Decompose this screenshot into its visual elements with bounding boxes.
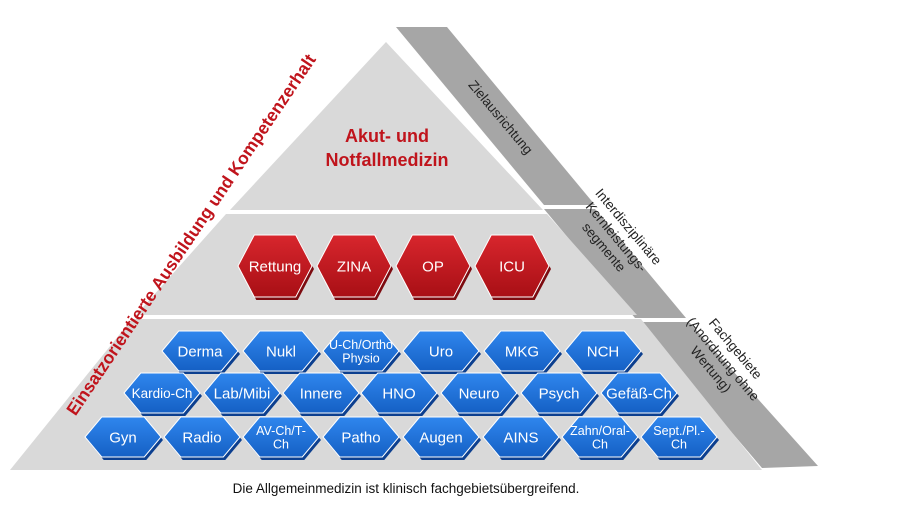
top-tier-title-2: Notfallmedizin [325,150,448,170]
hex-gyn: Gyn [84,416,163,460]
hex-label: ZINA [337,258,371,275]
hex-shape [402,416,480,458]
hex-label: Augen [419,429,462,446]
hex-label: Neuro [459,385,500,402]
hex-shape [161,330,239,372]
hex-shape [561,416,639,458]
hex-shape [322,330,400,372]
hex-label: AV-Ch/T- [256,424,306,438]
hex-label: Innere [300,385,343,402]
hex-label: OP [422,258,444,275]
footer-note: Die Allgemeinmedizin ist klinisch fachge… [233,481,580,496]
hex-gef-ch: Gefäß-Ch [600,372,679,416]
hex-augen: Augen [402,416,481,460]
hex-shape [520,372,598,414]
hex-innere: Innere [282,372,361,416]
hex-nukl: Nukl [242,330,321,374]
hex-derma: Derma [161,330,240,374]
hex-kardio-ch: Kardio-Ch [123,372,202,416]
hex-shape [123,372,201,414]
hex-label: Zahn/Oral- [570,424,630,438]
hex-label: U-Ch/Ortho [329,338,393,352]
hex-shape [360,372,438,414]
band-middle [544,209,686,318]
hex-ains: AINS [482,416,561,460]
hex-shape [564,330,642,372]
hex-label: Ch [592,437,608,451]
hex-icu: ICU [474,234,551,300]
hex-shape [402,330,480,372]
hex-neuro: Neuro [440,372,519,416]
hex-label: Patho [341,429,380,446]
hex-label: Radio [182,429,221,446]
hex-label: Kardio-Ch [132,386,193,401]
hex-shape [237,234,313,298]
hex-shape [84,416,162,458]
hex-shape [163,416,241,458]
hex-shape [322,416,400,458]
hex-label: Nukl [266,343,296,360]
hex-label: Rettung [249,258,302,275]
hex-shape [203,372,281,414]
hex-label: Ch [273,437,289,451]
core-segment-hexagons: Rettung ZINA OP ICU [237,234,551,300]
hex-shape [242,416,320,458]
hex-shape [242,330,320,372]
hex-label: Gyn [109,429,137,446]
hex-shape [600,372,678,414]
hex-uro: Uro [402,330,481,374]
hex-zina: ZINA [316,234,393,300]
hex-psych: Psych [520,372,599,416]
hex-rettung: Rettung [237,234,314,300]
hex-shape [474,234,550,298]
hex-shape [482,416,560,458]
hex-shape [395,234,471,298]
hex-zahn-oral-ch: Zahn/Oral-Ch [561,416,640,460]
hex-shape [640,416,718,458]
hex-op: OP [395,234,472,300]
hex-label: HNO [382,385,415,402]
hex-sept-pl-ch: Sept./Pl.-Ch [640,416,719,460]
hex-label: Derma [177,343,223,360]
hex-patho: Patho [322,416,401,460]
hex-label: AINS [503,429,538,446]
hex-label: Ch [671,437,687,451]
pyramid-tier-top [230,42,543,210]
hex-av-ch-t-ch: AV-Ch/T-Ch [242,416,321,460]
hex-label: Uro [429,343,453,360]
hex-shape [440,372,518,414]
hex-lab-mibi: Lab/Mibi [203,372,282,416]
hex-label: Gefäß-Ch [606,385,672,402]
hex-label: Lab/Mibi [214,385,271,402]
hex-shape [483,330,561,372]
hex-label: Sept./Pl.- [653,424,704,438]
hex-label: NCH [587,343,620,360]
band-top [396,27,595,205]
hex-label: ICU [499,258,525,275]
hex-hno: HNO [360,372,439,416]
band-bottom [638,322,818,468]
hex-label: Physio [342,351,380,365]
hex-nch: NCH [564,330,643,374]
hex-radio: Radio [163,416,242,460]
hex-mkg: MKG [483,330,562,374]
hex-shape [316,234,392,298]
hex-label: Psych [539,385,580,402]
top-tier-title-1: Akut- und [345,126,429,146]
hex-shape [282,372,360,414]
hex-label: MKG [505,343,539,360]
